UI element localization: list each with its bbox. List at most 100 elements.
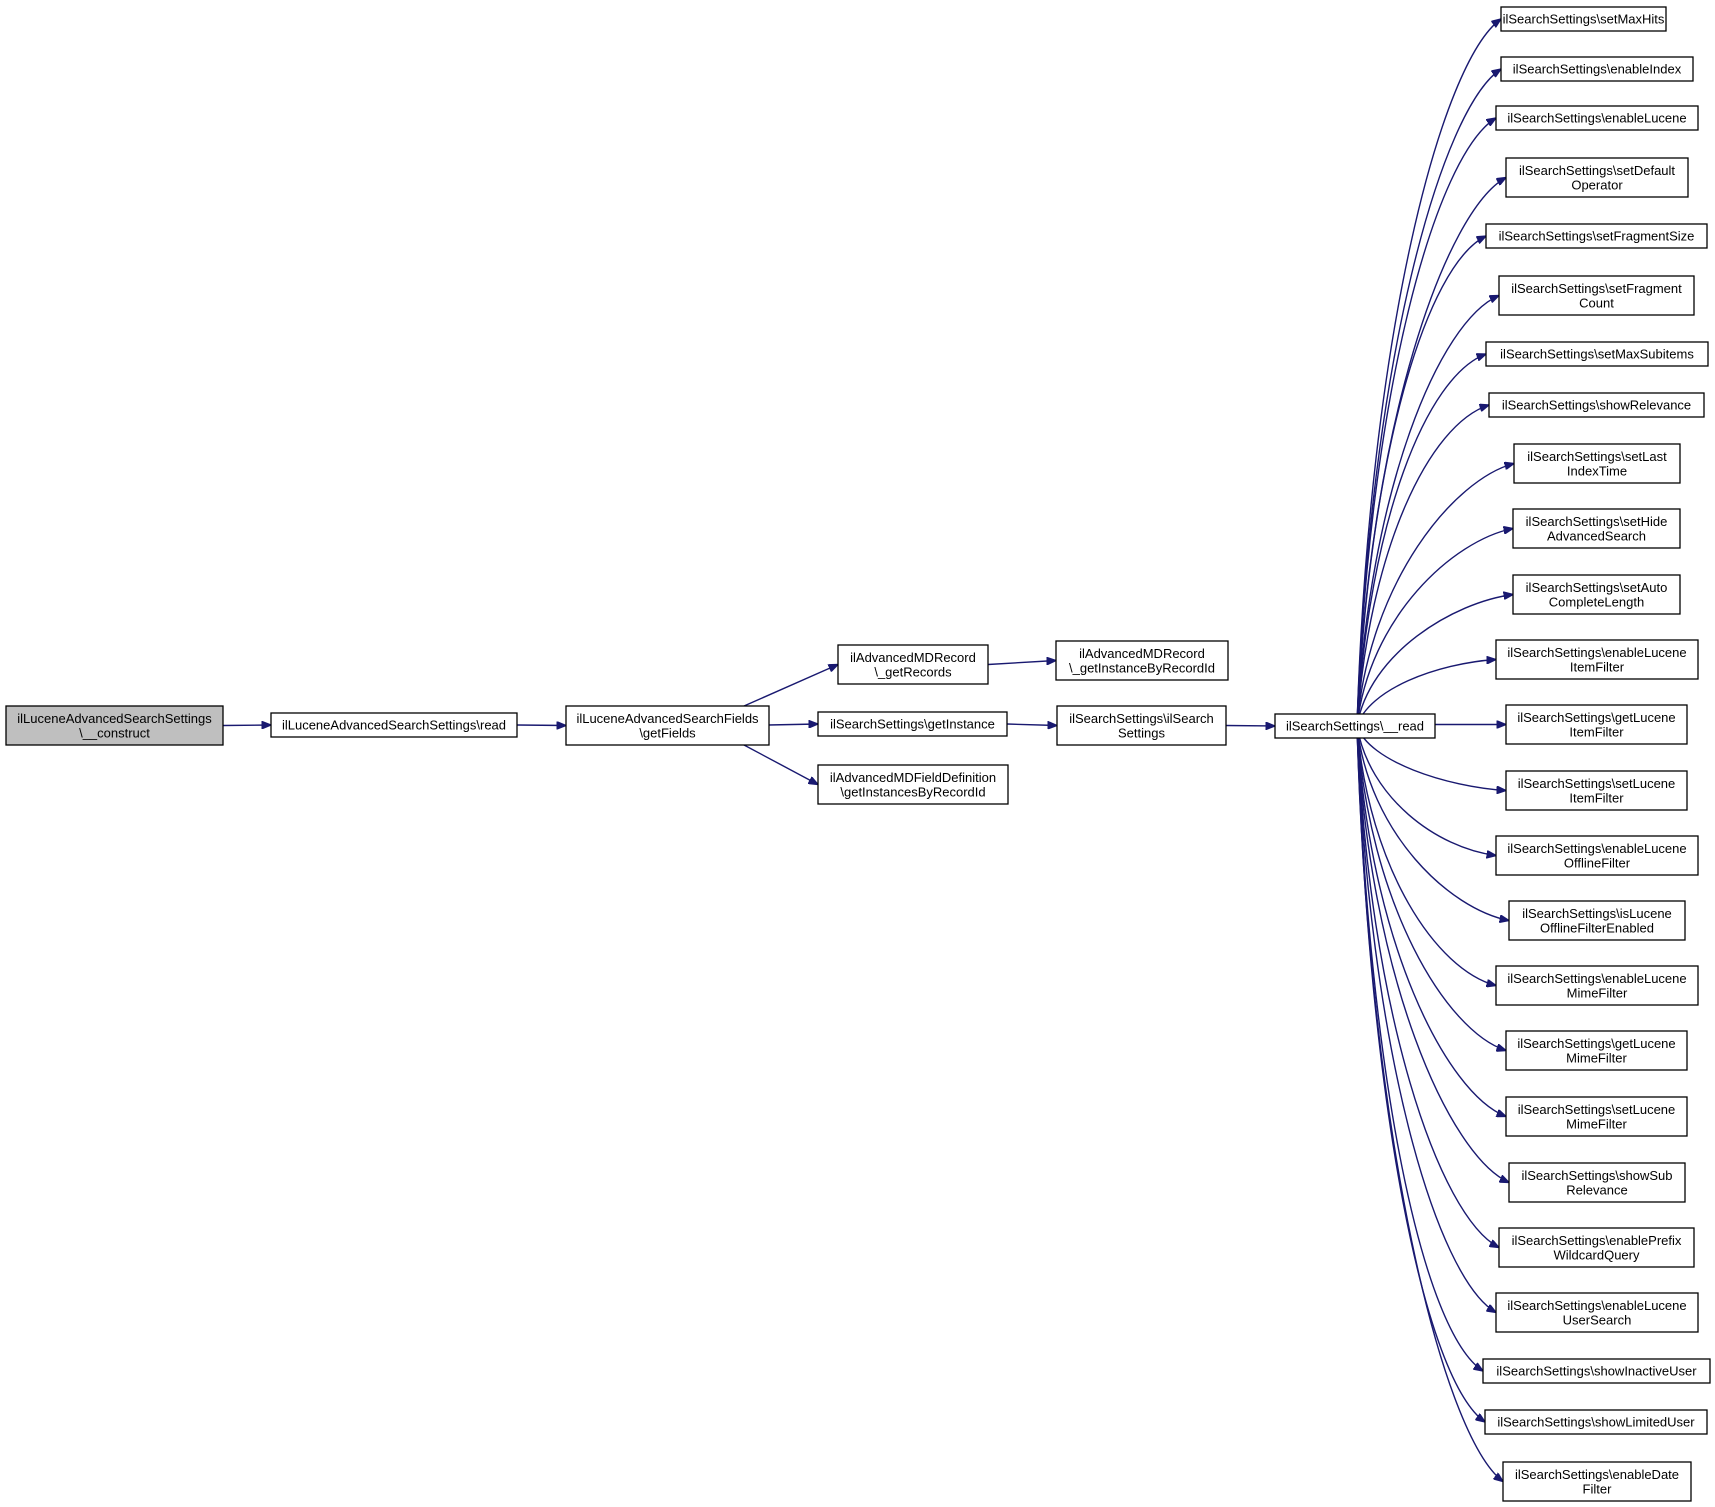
node-t1[interactable]: ilSearchSettings\setMaxHits xyxy=(1500,6,1667,32)
node-label-line: ilSearchSettings\enableDate xyxy=(1515,1467,1679,1482)
node-box xyxy=(1055,640,1229,681)
node-box xyxy=(1513,443,1681,484)
node-label-line: OfflineFilter xyxy=(1564,855,1631,870)
node-label-line: ilSearchSettings\ilSearch xyxy=(1069,711,1214,726)
node-label-line: \getInstancesByRecordId xyxy=(840,784,985,799)
node-box xyxy=(1495,965,1699,1006)
edge-readSS-to-t5 xyxy=(1356,236,1486,727)
node-box xyxy=(1485,223,1708,249)
node-label-line: WildcardQuery xyxy=(1554,1247,1640,1262)
node-label-line: ilSearchSettings\enableLucene xyxy=(1507,971,1686,986)
edge-readSS-to-t15 xyxy=(1356,725,1496,856)
node-label-line: ilSearchSettings\setHide xyxy=(1526,514,1668,529)
node-label-line: Count xyxy=(1579,295,1614,310)
edge-readSS-to-t19 xyxy=(1356,725,1506,1117)
node-label-line: ilSearchSettings\getLucene xyxy=(1517,1036,1675,1051)
node-box xyxy=(1485,341,1709,367)
node-label-line: ilSearchSettings\getLucene xyxy=(1517,710,1675,725)
edge-readSS-to-t25 xyxy=(1356,725,1503,1482)
node-t16[interactable]: ilSearchSettings\isLuceneOfflineFilterEn… xyxy=(1508,900,1686,941)
node-label-line: ilSearchSettings\setFragment xyxy=(1511,281,1682,296)
edge-readSS-to-t6 xyxy=(1356,296,1499,727)
node-box xyxy=(837,644,989,685)
edge-readSS-to-t16 xyxy=(1356,725,1509,921)
node-box xyxy=(1505,1030,1688,1071)
node-label-line: ItemFilter xyxy=(1569,724,1624,739)
node-getRecords[interactable]: ilAdvancedMDRecord\_getRecords xyxy=(837,644,989,685)
edge-readSS-to-t21 xyxy=(1356,725,1499,1248)
node-box xyxy=(1512,574,1681,615)
node-label-line: ilSearchSettings\enableLucene xyxy=(1507,645,1686,660)
node-label-line: ilSearchSettings\__read xyxy=(1286,719,1424,734)
function-nodes: ilLuceneAdvancedSearchSettings\__constru… xyxy=(5,6,1711,1502)
edge-getFields-to-getInstancesByRecordId xyxy=(743,744,818,785)
node-label-line: ilSearchSettings\setAuto xyxy=(1526,580,1668,595)
node-box xyxy=(1502,1461,1692,1502)
node-t7[interactable]: ilSearchSettings\setMaxSubitems xyxy=(1485,341,1709,367)
node-label-line: ItemFilter xyxy=(1569,790,1624,805)
node-label-line: ilSearchSettings\enableIndex xyxy=(1513,62,1682,77)
node-label-line: ilSearchSettings\enableLucene xyxy=(1507,841,1686,856)
node-t21[interactable]: ilSearchSettings\enablePrefixWildcardQue… xyxy=(1498,1227,1695,1268)
node-label-line: OfflineFilterEnabled xyxy=(1540,920,1654,935)
node-box xyxy=(270,712,518,738)
node-label-line: ilAdvancedMDFieldDefinition xyxy=(830,770,996,785)
node-box xyxy=(817,711,1008,737)
node-t2[interactable]: ilSearchSettings\enableIndex xyxy=(1500,56,1694,82)
node-label-line: \getFields xyxy=(639,725,696,740)
node-box xyxy=(1274,713,1436,739)
node-label-line: ilSearchSettings\setFragmentSize xyxy=(1499,229,1695,244)
node-label-line: ilSearchSettings\showLimitedUser xyxy=(1497,1415,1695,1430)
node-t8[interactable]: ilSearchSettings\showRelevance xyxy=(1488,392,1705,418)
node-label-line: ilSearchSettings\setMaxHits xyxy=(1503,12,1665,27)
node-label-line: ilSearchSettings\setLucene xyxy=(1518,1102,1676,1117)
node-label-line: ilSearchSettings\setDefault xyxy=(1519,163,1675,178)
node-t15[interactable]: ilSearchSettings\enableLuceneOfflineFilt… xyxy=(1495,835,1699,876)
call-edges xyxy=(222,19,1514,1482)
node-label-line: Relevance xyxy=(1566,1182,1627,1197)
edge-ctorSS-to-readSS xyxy=(1225,726,1275,727)
node-box xyxy=(1498,1227,1695,1268)
node-ctorSS[interactable]: ilSearchSettings\ilSearchSettings xyxy=(1056,705,1227,746)
node-label-line: Operator xyxy=(1571,177,1623,192)
edge-readSS-to-t1 xyxy=(1356,19,1501,727)
node-readSS[interactable]: ilSearchSettings\__read xyxy=(1274,713,1436,739)
edge-root-to-read xyxy=(222,725,271,726)
node-label-line: ilSearchSettings\enableLucene xyxy=(1507,111,1686,126)
node-root[interactable]: ilLuceneAdvancedSearchSettings\__constru… xyxy=(5,705,224,746)
edge-read-to-getFields xyxy=(516,725,566,726)
node-t3[interactable]: ilSearchSettings\enableLucene xyxy=(1495,105,1699,131)
edge-readSS-to-t17 xyxy=(1356,725,1496,986)
node-t5[interactable]: ilSearchSettings\setFragmentSize xyxy=(1485,223,1708,249)
node-label-line: ilSearchSettings\showInactiveUser xyxy=(1496,1364,1697,1379)
node-label-line: CompleteLength xyxy=(1549,594,1644,609)
node-getInstancesByRecordId[interactable]: ilAdvancedMDFieldDefinition\getInstances… xyxy=(817,764,1009,805)
node-getFields[interactable]: ilLuceneAdvancedSearchFields\getFields xyxy=(565,705,770,746)
node-box xyxy=(1500,56,1694,82)
node-box xyxy=(1056,705,1227,746)
node-t24[interactable]: ilSearchSettings\showLimitedUser xyxy=(1484,1409,1708,1435)
edge-readSS-to-t11 xyxy=(1356,595,1513,727)
node-box xyxy=(1505,704,1688,745)
node-getInstanceSS[interactable]: ilSearchSettings\getInstance xyxy=(817,711,1008,737)
node-read[interactable]: ilLuceneAdvancedSearchSettings\read xyxy=(270,712,518,738)
node-getInstanceByRecordId[interactable]: ilAdvancedMDRecord\_getInstanceByRecordI… xyxy=(1055,640,1229,681)
node-t23[interactable]: ilSearchSettings\showInactiveUser xyxy=(1482,1358,1711,1384)
node-box xyxy=(1512,508,1681,549)
node-label-line: Settings xyxy=(1118,725,1165,740)
